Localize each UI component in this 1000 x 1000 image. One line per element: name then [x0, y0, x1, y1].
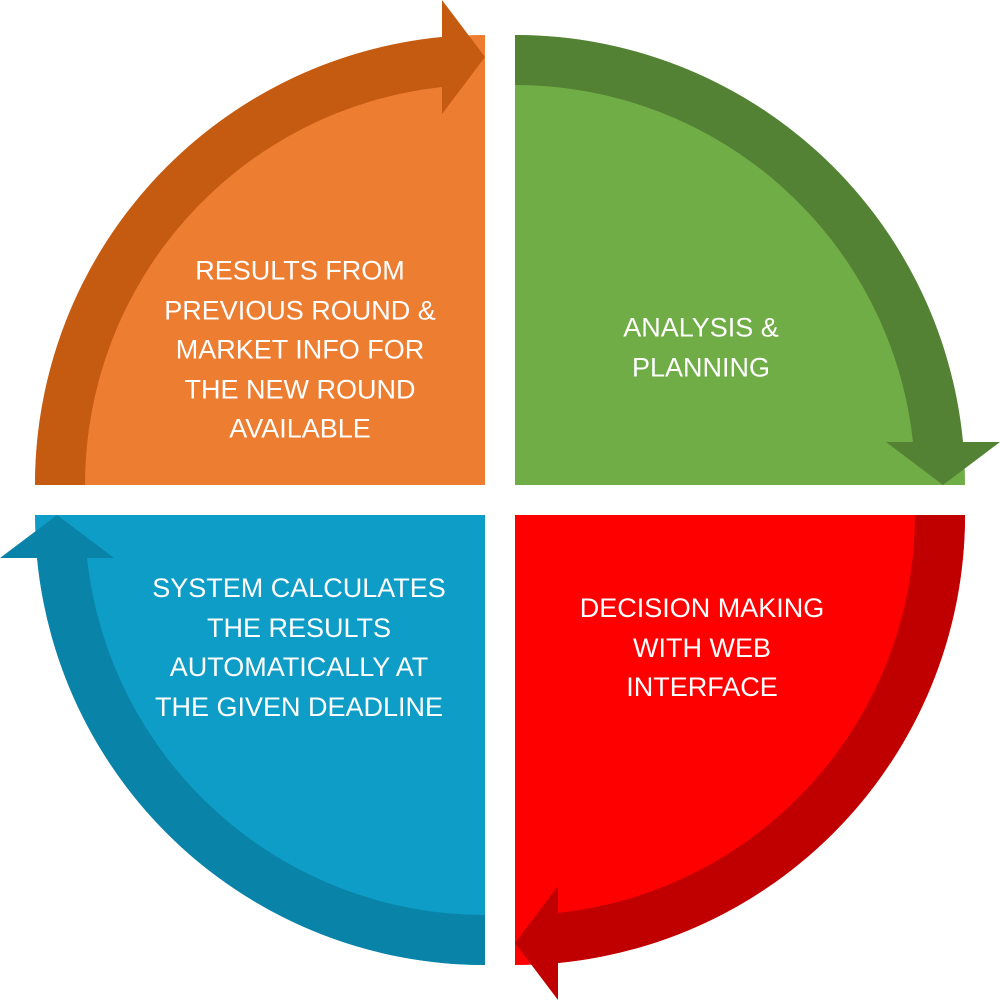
arrow-band-top-left — [34, 0, 485, 485]
quadrant-top-right — [515, 35, 965, 485]
label-line: MARKET INFO FOR — [175, 334, 425, 365]
label-line: ANALYSIS & — [623, 312, 779, 343]
arrow-band-bottom-right — [515, 515, 966, 1000]
arrow-band-top-right — [515, 34, 1000, 485]
label-line: AUTOMATICALLY AT — [169, 652, 429, 682]
quadrant-bottom-right — [515, 515, 965, 965]
label-line: AVAILABLE — [229, 413, 371, 444]
label-line: PREVIOUS ROUND & — [164, 294, 436, 325]
label-line: DECISION MAKING — [579, 592, 825, 623]
quadrant-label-bottom-right: DECISION MAKING WITH WEB INTERFACE — [580, 589, 825, 708]
label-line: PLANNING — [631, 352, 771, 382]
arrow-band-bottom-left — [0, 515, 485, 966]
label-line: THE RESULTS — [206, 612, 392, 643]
label-line: THE GIVEN DEADLINE — [154, 691, 444, 722]
quadrant-label-top-left: RESULTS FROM PREVIOUS ROUND & MARKET INFO … — [164, 251, 436, 449]
label-line: WITH WEB — [633, 632, 771, 663]
quadrant-bottom-left — [35, 515, 485, 965]
label-line: RESULTS FROM — [195, 255, 405, 286]
quadrant-top-left — [35, 35, 485, 485]
label-line: THE NEW ROUND — [184, 373, 416, 404]
label-line: INTERFACE — [626, 671, 778, 702]
label-line: SYSTEM CALCULATES — [152, 573, 446, 603]
quadrant-label-top-right: ANALYSIS & PLANNING — [623, 309, 779, 388]
quadrant-label-bottom-left: SYSTEM CALCULATES THE RESULTS AUTOMATICALL… — [152, 569, 446, 727]
